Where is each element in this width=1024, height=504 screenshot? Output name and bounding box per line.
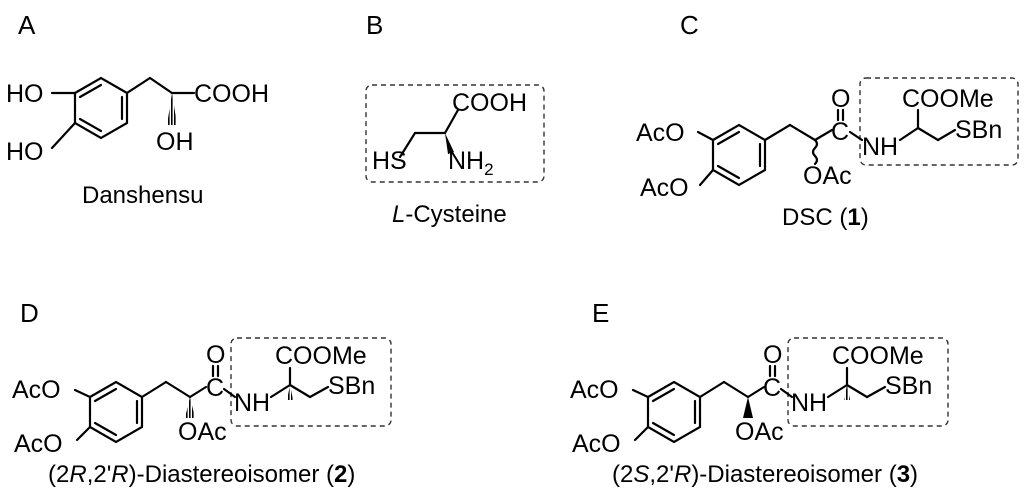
atom-hs: HS [372, 147, 407, 175]
diastereoisomer-2-structure: AcO AcO O C NH COOMe SBn OAc [12, 341, 375, 458]
benzene-ring [88, 380, 144, 444]
panel-e-letter: E [592, 298, 609, 328]
atom-nh: NH [234, 389, 270, 417]
atom-oac: OAc [735, 418, 784, 446]
panel-a-letter: A [18, 10, 36, 40]
atom-nh: NH [791, 389, 827, 417]
atom-o: O [206, 341, 225, 369]
stereo-hashed-wedge [185, 397, 195, 418]
caption-diastereoisomer-3: (2S,2'R)-Diastereoisomer (3) [612, 461, 918, 488]
caption-danshensu: Danshensu [82, 182, 203, 209]
atom-sbn: SBn [328, 372, 375, 400]
atom-coome: COOMe [832, 342, 924, 370]
diastereoisomer-3-structure: AcO AcO O C NH COOMe SBn OAc [570, 341, 932, 458]
danshensu-structure: HO HO COOH OH [6, 76, 269, 166]
cysteine-moiety-dashed-box [230, 337, 392, 427]
atom-coome: COOMe [902, 85, 994, 113]
svg-text:NH2: NH2 [448, 147, 494, 179]
atom-o: O [763, 341, 782, 369]
atom-sbn: SBn [955, 116, 1002, 144]
atom-aco-top: AcO [636, 119, 685, 147]
panel-e: E AcO AcO O C NH COOMe [570, 298, 949, 488]
caption-cysteine: L-Cysteine [392, 201, 507, 228]
panel-a: A HO HO COOH OH Danshensu [6, 10, 269, 209]
atom-aco-bottom: AcO [640, 174, 689, 202]
atom-aco-top: AcO [12, 376, 61, 404]
cysteine-moiety-dashed-box [787, 337, 949, 427]
panel-d-letter: D [20, 298, 39, 328]
benzene-ring [646, 380, 702, 444]
panel-c: C AcO AcO O C NH COOMe SBn [636, 10, 1019, 231]
atom-oac: OAc [803, 162, 852, 190]
panel-b: B COOH HS NH2 L-Cysteine [365, 10, 545, 228]
stereo-hashed-wedge [167, 93, 177, 125]
atom-sbn: SBn [885, 372, 932, 400]
atom-cooh: COOH [452, 89, 527, 117]
atom-nh-subscript: 2 [484, 160, 493, 179]
atom-nh: NH [448, 147, 484, 175]
stereo-wedge [445, 133, 454, 154]
dsc-structure: AcO AcO O C NH COOMe SBn OAc [636, 85, 1002, 202]
benzene-ring [73, 76, 129, 140]
benzene-ring [711, 123, 767, 187]
wavy-stereo-bond [811, 138, 819, 166]
cysteine-dashed-box [365, 84, 545, 183]
caption-diastereoisomer-2: (2R,2'R)-Diastereoisomer (2) [48, 461, 355, 488]
caption-dsc: DSC (1) [782, 204, 869, 231]
cysteine-moiety-dashed-box [859, 77, 1019, 166]
panel-c-letter: C [680, 10, 699, 40]
stereo-solid-wedge [743, 397, 753, 418]
atom-c: C [763, 374, 781, 402]
atom-aco-bottom: AcO [572, 430, 621, 458]
cysteine-structure: COOH HS NH2 [372, 89, 527, 179]
atom-ho-bottom: HO [6, 138, 44, 166]
atom-ho-top: HO [6, 80, 44, 108]
atom-oac: OAc [178, 418, 227, 446]
atom-nh: NH [862, 133, 898, 161]
panel-b-letter: B [366, 10, 383, 40]
atom-aco-bottom: AcO [14, 430, 63, 458]
panel-d: D AcO AcO O C NH COOMe [12, 298, 392, 488]
atom-aco-top: AcO [570, 376, 619, 404]
atom-o: O [831, 85, 850, 113]
atom-c: C [206, 374, 224, 402]
atom-c: C [831, 118, 849, 146]
atom-oh: OH [156, 128, 194, 156]
atom-cooh: COOH [194, 80, 269, 108]
atom-coome: COOMe [275, 342, 367, 370]
